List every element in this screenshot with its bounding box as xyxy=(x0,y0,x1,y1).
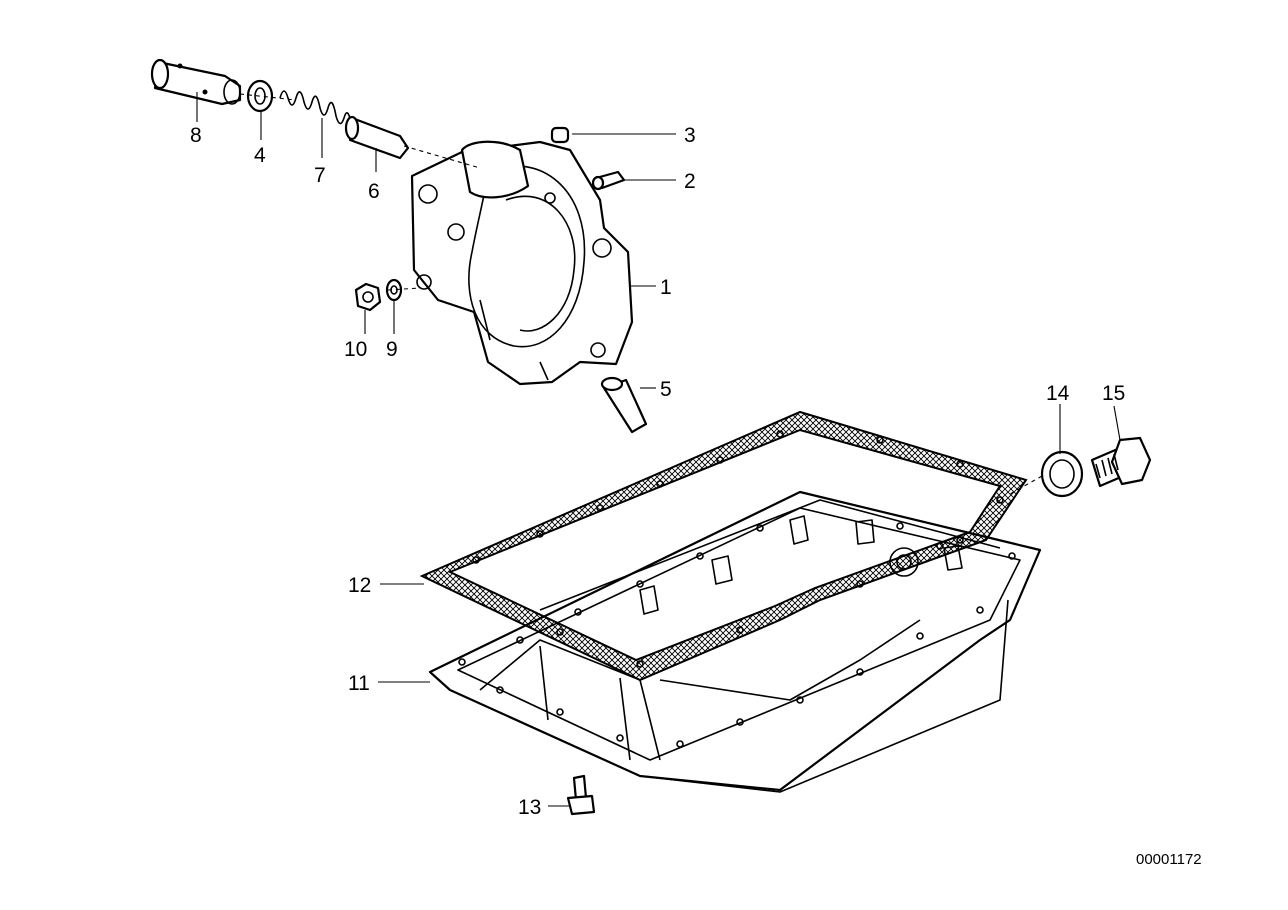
leader-lines xyxy=(196,92,1121,807)
callout-12: 12 xyxy=(348,574,371,597)
callout-11: 11 xyxy=(348,672,370,695)
callout-13: 13 xyxy=(518,796,541,819)
reference-number: 00001172 xyxy=(1136,851,1202,868)
callout-14: 14 xyxy=(1046,382,1070,405)
part-12-gasket[interactable] xyxy=(419,410,1028,682)
callout-7: 7 xyxy=(314,164,326,187)
callout-4: 4 xyxy=(254,144,266,167)
callout-1: 1 xyxy=(660,276,672,299)
part-6-sleeve[interactable] xyxy=(344,115,410,160)
part-15-drain-plug[interactable] xyxy=(1090,436,1152,488)
part-8-plunger[interactable] xyxy=(150,58,242,106)
part-2-pin[interactable] xyxy=(591,170,626,191)
part-3-pin[interactable] xyxy=(550,126,570,144)
part-13-bolt[interactable] xyxy=(566,774,596,816)
callout-3: 3 xyxy=(684,124,696,147)
part-10-nut[interactable] xyxy=(354,282,382,312)
callout-2: 2 xyxy=(684,170,696,193)
part-14-sealing-ring[interactable] xyxy=(1040,450,1084,498)
callout-6: 6 xyxy=(368,180,380,203)
part-4-washer[interactable] xyxy=(246,79,274,113)
callout-labels: 8 4 7 6 3 2 1 10 9 5 14 15 12 11 13 0000… xyxy=(190,124,1202,868)
part-5-dowel[interactable] xyxy=(600,376,648,434)
callout-15: 15 xyxy=(1102,382,1125,405)
callout-10: 10 xyxy=(344,338,367,361)
callout-5: 5 xyxy=(660,378,672,401)
part-7-spring[interactable] xyxy=(279,90,353,129)
callout-9: 9 xyxy=(386,338,398,361)
part-1-housing[interactable] xyxy=(410,140,634,386)
callout-8: 8 xyxy=(190,124,202,147)
